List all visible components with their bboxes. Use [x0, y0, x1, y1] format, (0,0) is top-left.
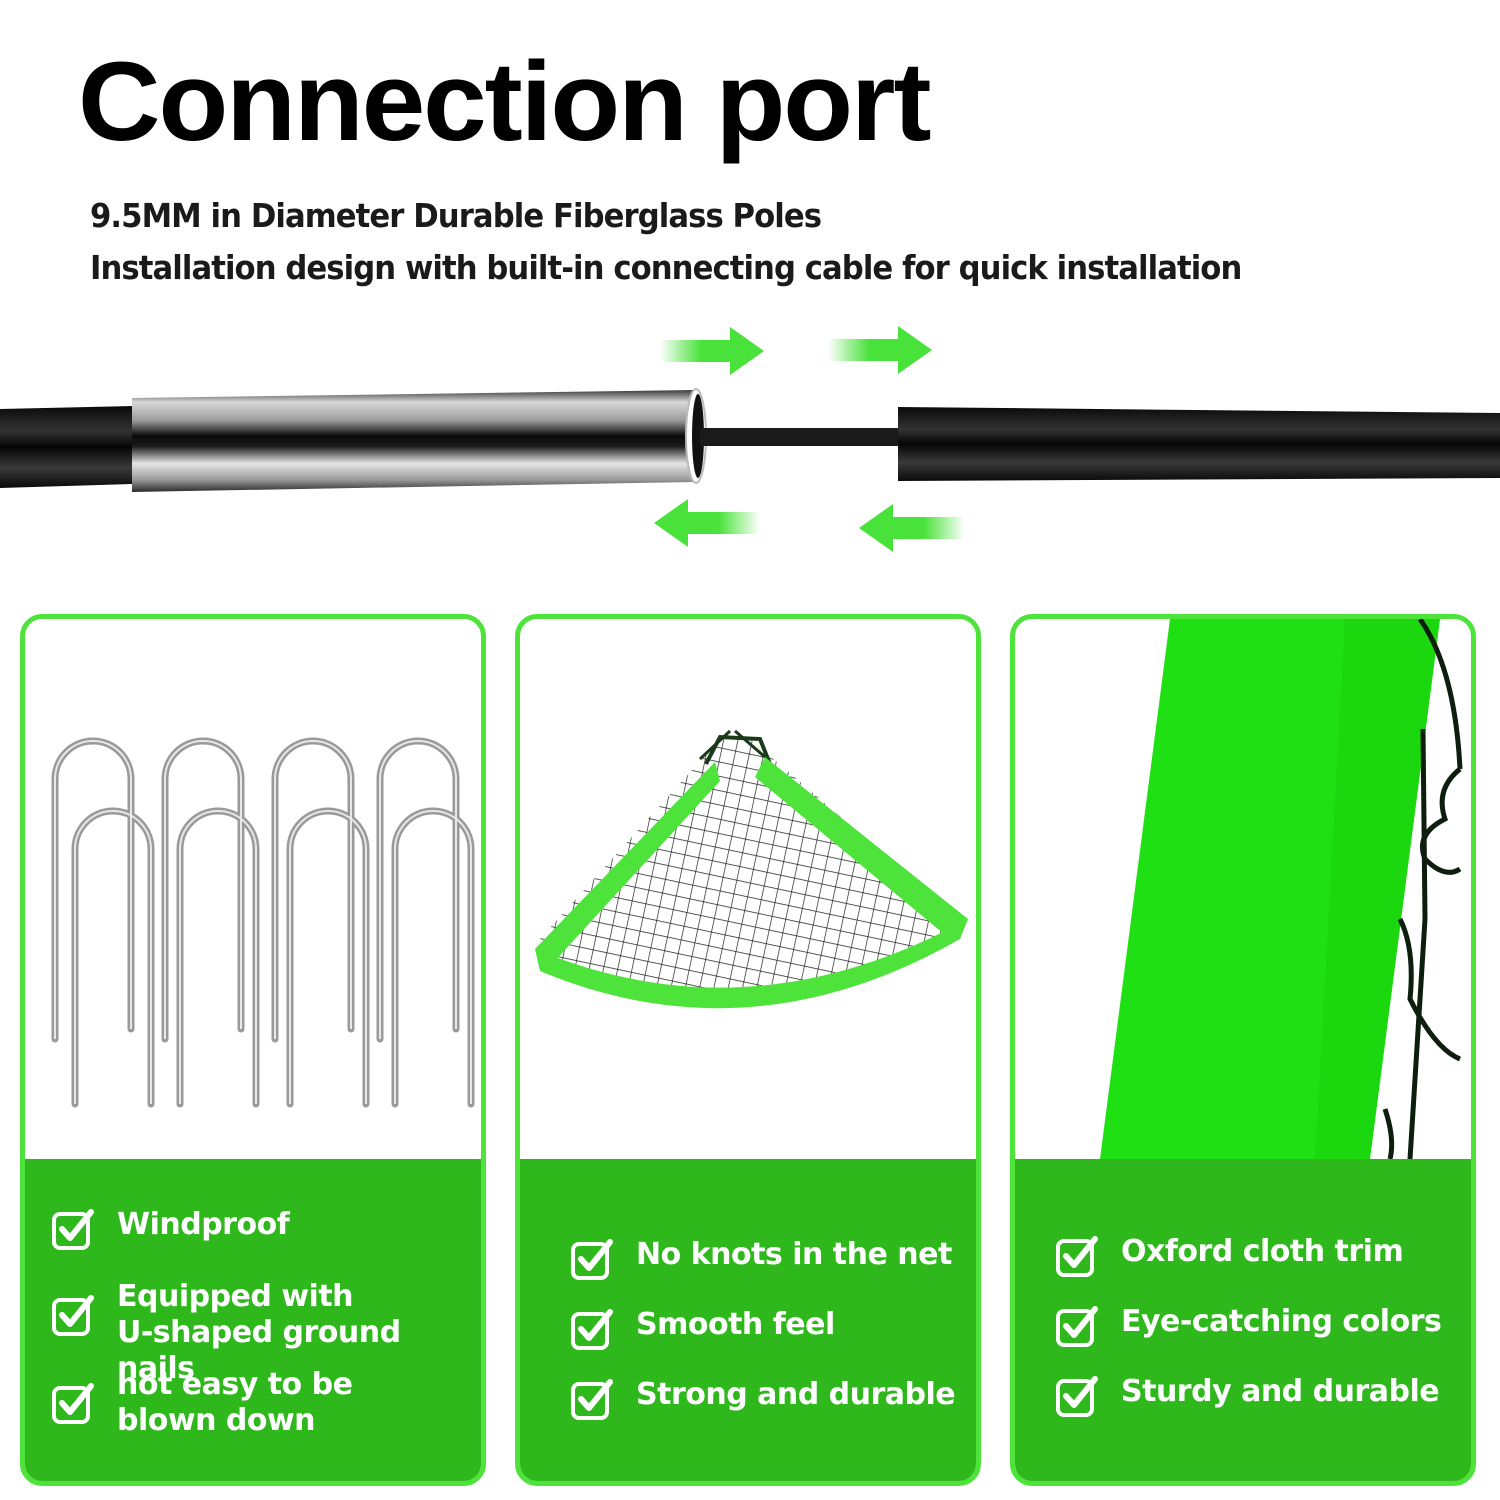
feature-item: Oxford cloth trim: [1055, 1234, 1404, 1278]
feature-label: Windproof: [117, 1207, 290, 1242]
feature-item: Eye-catching colors: [1055, 1304, 1442, 1348]
feature-label: Eye-catching colors: [1121, 1304, 1442, 1339]
subtitle-line-1: 9.5MM in Diameter Durable Fiberglass Pol…: [90, 196, 822, 235]
page-title: Connection port: [78, 39, 932, 164]
checkbox-checked-icon: [571, 1379, 613, 1420]
pole-connection-illustration: [0, 326, 1500, 552]
panel-footer: No knots in the net Smooth feel Strong a…: [520, 1159, 976, 1481]
right-pole: [898, 407, 1500, 481]
feature-item: Equipped with U-shaped ground nails: [51, 1279, 481, 1387]
checkbox-checked-icon: [52, 1295, 94, 1336]
feature-item: not easy to be blown down: [51, 1367, 353, 1439]
checkbox-checked-icon: [571, 1239, 613, 1280]
oxford-cloth-trim-image: [1100, 619, 1463, 1159]
feature-item: No knots in the net: [570, 1237, 952, 1281]
feature-label: Smooth feel: [636, 1307, 835, 1342]
elastic-cable: [700, 428, 900, 446]
checkbox-checked-icon: [52, 1209, 94, 1250]
metal-ferrule: [132, 390, 694, 492]
feature-panel-trim: Oxford cloth trim Eye-catching colors St…: [1010, 614, 1476, 1486]
checkbox-checked-icon: [1056, 1236, 1098, 1277]
checkbox-checked-icon: [52, 1383, 94, 1424]
feature-item: Windproof: [51, 1207, 290, 1251]
arrow-left-icon: [859, 504, 965, 552]
feature-label: not easy to be blown down: [117, 1367, 353, 1438]
arrow-right-icon: [660, 327, 764, 375]
feature-label: Oxford cloth trim: [1121, 1234, 1404, 1269]
left-pole: [0, 406, 132, 488]
feature-item: Sturdy and durable: [1055, 1374, 1440, 1418]
panel-footer: Oxford cloth trim Eye-catching colors St…: [1015, 1159, 1471, 1481]
feature-label: Equipped with U-shaped ground nails: [117, 1279, 401, 1386]
feature-item: Smooth feel: [570, 1307, 835, 1351]
feature-label: No knots in the net: [636, 1237, 952, 1272]
u-shaped-stakes-image: [51, 737, 475, 1108]
checkbox-checked-icon: [1056, 1306, 1098, 1347]
checkbox-checked-icon: [1056, 1376, 1098, 1417]
panel-footer: Windproof Equipped with U-shaped ground …: [25, 1159, 481, 1481]
arrow-right-icon: [828, 326, 932, 374]
feature-label: Strong and durable: [636, 1377, 956, 1412]
feature-panel-net: No knots in the net Smooth feel Strong a…: [515, 614, 981, 1486]
feature-item: Strong and durable: [570, 1377, 956, 1421]
arrow-left-icon: [654, 499, 760, 547]
subtitle-line-2: Installation design with built-in connec…: [90, 248, 1242, 287]
corner-net-image: [535, 729, 968, 1009]
checkbox-checked-icon: [571, 1309, 613, 1350]
feature-label: Sturdy and durable: [1121, 1374, 1440, 1409]
feature-panel-stakes: Windproof Equipped with U-shaped ground …: [20, 614, 486, 1486]
